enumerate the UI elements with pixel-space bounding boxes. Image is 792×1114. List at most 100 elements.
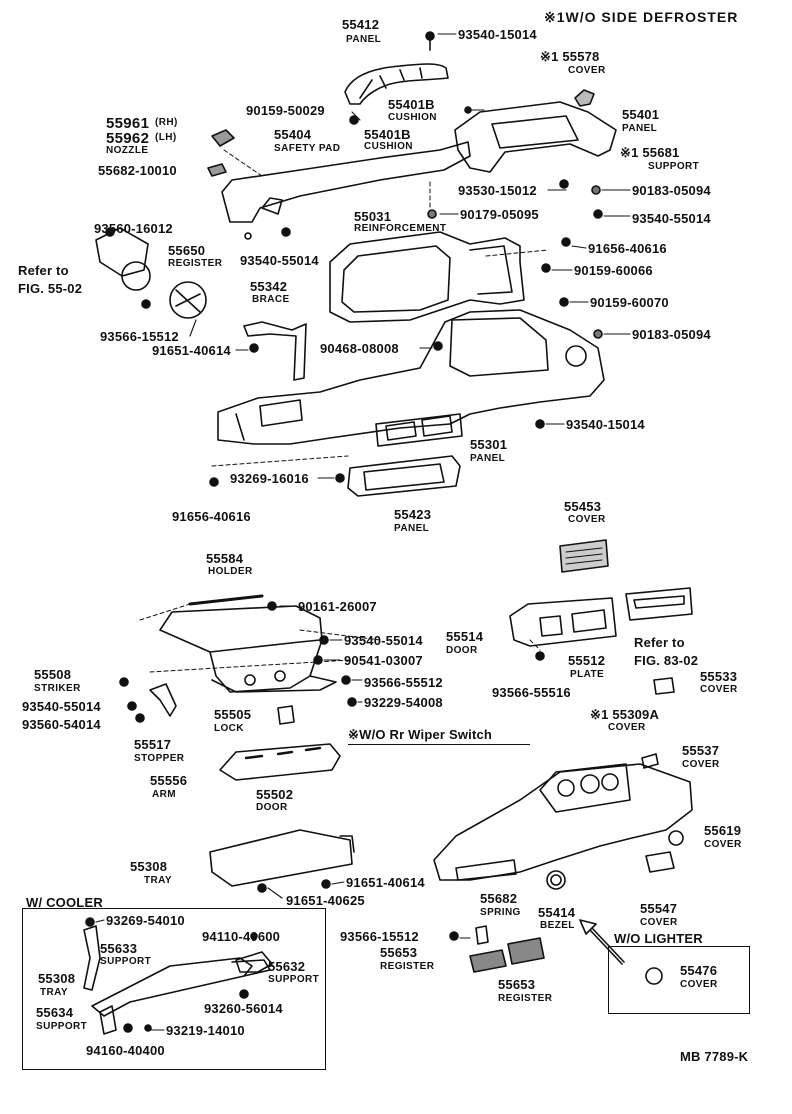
label-55423: 55423 xyxy=(394,507,432,522)
label-55633-name: SUPPORT xyxy=(100,956,152,967)
part-55453-cover xyxy=(559,539,609,573)
label-55031: 55031 xyxy=(354,209,392,224)
part-55505-lock xyxy=(277,705,295,725)
wiper-note-underline xyxy=(348,744,530,745)
label-55301-name: PANEL xyxy=(470,453,506,464)
part-55301-panel xyxy=(217,309,605,447)
label-93269-16016: 93269-16016 xyxy=(230,471,309,486)
label-55502: 55502 xyxy=(256,787,294,802)
label-91651-40625: 91651-40625 xyxy=(286,893,365,908)
label-93566-55512: 93566-55512 xyxy=(364,675,443,690)
label-55632-name: SUPPORT xyxy=(268,974,320,985)
label-55423-name: PANEL xyxy=(394,523,430,534)
label-55514-name: DOOR xyxy=(446,645,478,656)
label-refer-a: Refer to xyxy=(18,263,69,278)
leader-lines xyxy=(95,33,631,1031)
label-55453-name: COVER xyxy=(568,514,606,525)
label-55537-name: COVER xyxy=(682,759,720,770)
label-93229-54008: 93229-54008 xyxy=(364,695,443,710)
label-55650: 55650 xyxy=(168,243,206,258)
part-55633-support xyxy=(83,925,101,991)
label-55584: 55584 xyxy=(206,551,244,566)
label-55632: 55632 xyxy=(268,959,306,974)
part-55512-plate xyxy=(509,597,617,647)
label-55414: 55414 xyxy=(538,905,576,920)
label-55342-name: BRACE xyxy=(252,294,290,305)
label-91651-40614-b: 91651-40614 xyxy=(346,875,425,890)
part-55634-support xyxy=(99,1005,117,1035)
label-93219-14010: 93219-14010 xyxy=(166,1023,245,1038)
label-91656-40616-r: 91656-40616 xyxy=(588,241,667,256)
label-55453: 55453 xyxy=(564,499,602,514)
label-55681-name: SUPPORT xyxy=(648,161,700,172)
part-55308-tray xyxy=(209,829,355,887)
label-55031-name: REINFORCEMENT xyxy=(354,223,447,234)
label-w-cooler: W/ COOLER xyxy=(26,895,103,910)
label-90159-60066: 90159-60066 xyxy=(574,263,653,278)
label-94110-40600: 94110-40600 xyxy=(202,929,281,944)
part-55650-register xyxy=(95,227,207,319)
part-55537-cover xyxy=(641,753,659,769)
label-55961-rh: (RH) xyxy=(155,117,178,128)
screw-93540-15014-top xyxy=(425,31,435,51)
label-55508: 55508 xyxy=(34,667,72,682)
label-90179-05095: 90179-05095 xyxy=(460,207,539,222)
label-55517: 55517 xyxy=(134,737,172,752)
label-nozzle: NOZZLE xyxy=(106,145,149,156)
part-55308-tray-cooler xyxy=(91,957,271,1017)
label-55412-name: PANEL xyxy=(346,34,382,45)
label-55401b-a: 55401B xyxy=(388,97,435,112)
label-55309a-name: COVER xyxy=(608,722,646,733)
label-refer-b: Refer to xyxy=(634,635,685,650)
part-55412-panel xyxy=(344,63,449,105)
part-55653-register-b xyxy=(507,937,545,965)
part-55578-cover xyxy=(574,89,595,107)
label-55308: 55308 xyxy=(130,859,168,874)
part-55547-cover xyxy=(645,851,675,873)
label-55653-a-name: REGISTER xyxy=(380,961,435,972)
label-90183-05094-a: 90183-05094 xyxy=(632,183,711,198)
dashed-guides xyxy=(139,149,549,673)
label-55401: 55401 xyxy=(622,107,660,122)
fasteners xyxy=(85,106,663,1033)
label-90161-26007: 90161-26007 xyxy=(298,599,377,614)
label-55308-name: TRAY xyxy=(144,875,172,886)
label-55404-name: SAFETY PAD xyxy=(274,143,341,154)
label-93566-15512: 93566-15512 xyxy=(100,329,179,344)
label-55578: ※1 55578 xyxy=(540,49,600,64)
part-55584-holder xyxy=(188,594,264,606)
label-55476: 55476 xyxy=(680,963,718,978)
label-55653-b-name: REGISTER xyxy=(498,993,553,1004)
label-55301: 55301 xyxy=(470,437,508,452)
label-55634: 55634 xyxy=(36,1005,74,1020)
part-lower-dash-assembly xyxy=(433,763,693,881)
label-94160-40400: 94160-40400 xyxy=(86,1043,165,1058)
label-90159-50029: 90159-50029 xyxy=(246,103,325,118)
label-93566-55516: 93566-55516 xyxy=(492,685,571,700)
label-55533-name: COVER xyxy=(700,684,738,695)
label-refer-a-fig: FIG. 55-02 xyxy=(18,281,83,296)
label-55308-b: 55308 xyxy=(38,971,76,986)
label-55634-name: SUPPORT xyxy=(36,1021,88,1032)
label-55962-lh: (LH) xyxy=(155,132,177,143)
label-55533: 55533 xyxy=(700,669,738,684)
label-55505: 55505 xyxy=(214,707,252,722)
label-cushion-b: CUSHION xyxy=(364,141,413,152)
label-wo-lighter: W/O LIGHTER xyxy=(614,931,703,946)
label-93540-15014-top: 93540-15014 xyxy=(458,27,537,42)
label-55476-name: COVER xyxy=(680,979,718,990)
label-93560-54014: 93560-54014 xyxy=(22,717,101,732)
part-55031-reinforcement xyxy=(329,231,525,323)
label-55682-name: SPRING xyxy=(480,907,521,918)
label-90159-60070: 90159-60070 xyxy=(590,295,669,310)
label-55512-name: PLATE xyxy=(570,669,605,680)
w-cooler-box xyxy=(22,908,326,1070)
label-55502-name: DOOR xyxy=(256,802,288,813)
part-55401-panel xyxy=(454,101,617,173)
part-55653-register-a xyxy=(469,949,507,973)
part-55342-brace xyxy=(243,321,307,381)
label-55962: 55962 xyxy=(106,130,150,147)
part-55533-cover xyxy=(653,677,675,695)
wo-lighter-arrow xyxy=(579,919,625,965)
label-55584-name: HOLDER xyxy=(208,566,253,577)
